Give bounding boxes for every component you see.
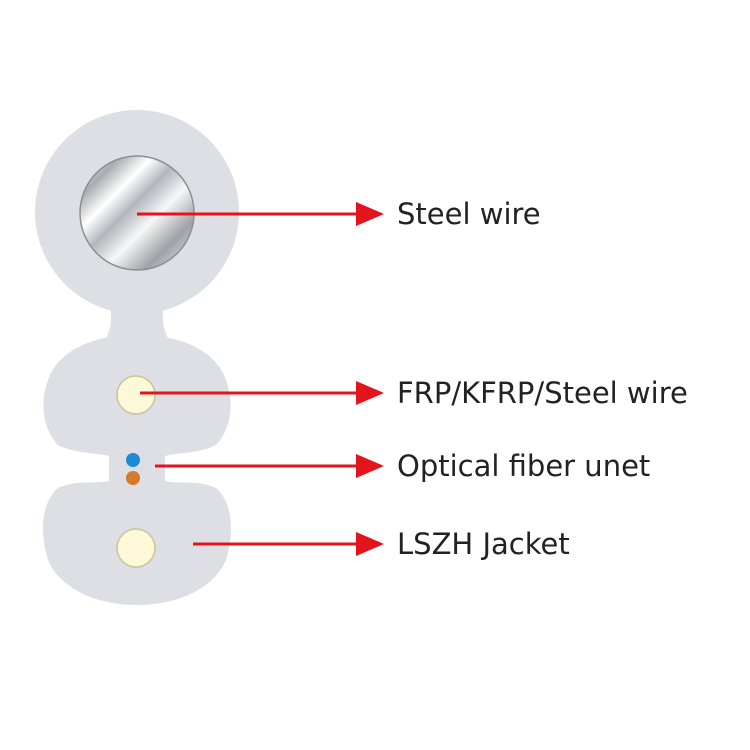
strength-member-upper [116, 375, 156, 415]
arrow-optical-fiber [155, 454, 384, 478]
label-steel-wire: Steel wire [397, 197, 541, 231]
arrow-lszh-jacket [193, 532, 384, 556]
optical-fiber-blue [126, 453, 140, 467]
label-frp: FRP/KFRP/Steel wire [397, 376, 688, 410]
label-optical-fiber: Optical fiber unet [397, 449, 650, 483]
arrow-frp [140, 381, 384, 405]
arrow-steel-wire [137, 202, 384, 226]
jacket-neck-upper [104, 300, 170, 342]
strength-member-lower [116, 528, 156, 568]
optical-fiber-orange [126, 471, 140, 485]
label-lszh-jacket: LSZH Jacket [397, 527, 570, 561]
